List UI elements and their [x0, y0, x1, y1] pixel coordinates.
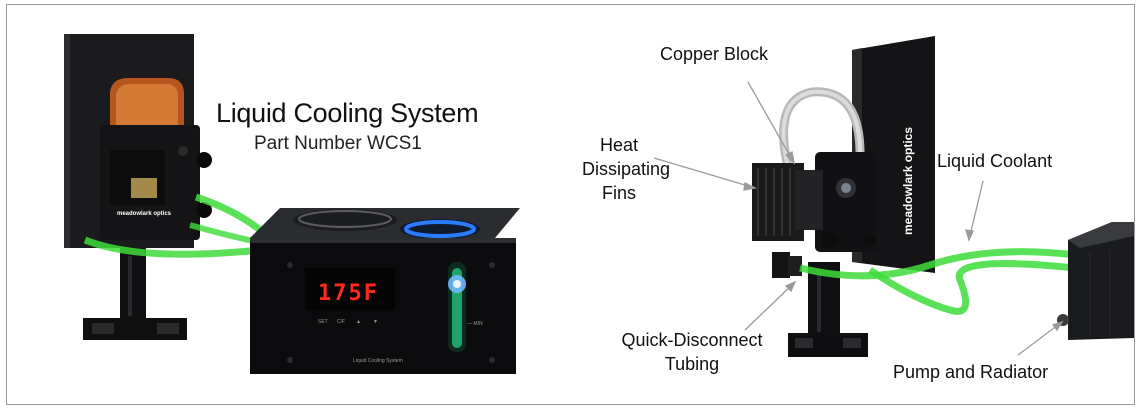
button-cf: C/F	[337, 319, 345, 325]
button-set: SET	[318, 319, 328, 325]
right-mount	[815, 152, 877, 252]
button-down: ▼	[373, 319, 378, 325]
quick-disconnect-fitting	[772, 252, 790, 278]
page-title: Liquid Cooling System	[216, 98, 479, 128]
callout-line: Quick-Disconnect	[621, 330, 763, 350]
unit-front-label: Liquid Cooling System	[353, 358, 403, 364]
callout-quick-disconnect: Quick-Disconnect Tubing	[612, 328, 772, 376]
part-number: Part Number WCS1	[254, 133, 422, 154]
callout-pump-radiator: Pump and Radiator	[893, 362, 1049, 382]
button-up: ▲	[356, 319, 361, 325]
level-min-label: — MIN	[467, 321, 483, 327]
fins-leader	[653, 157, 756, 189]
copper-block	[795, 170, 823, 230]
callout-lines	[653, 81, 1064, 356]
temperature-readout: 175F	[318, 281, 379, 306]
callout-line: Dissipating	[582, 159, 671, 179]
callout-heat-fins: Heat Dissipating Fins	[582, 133, 671, 205]
right-brand-mark: meadowlark optics	[901, 127, 915, 235]
cooling-unit: 175F SET C/F ▲ ▼ — MIN Liquid Cooling Sy…	[250, 208, 520, 374]
sensor-window	[131, 178, 157, 198]
callout-line: Heat	[599, 135, 639, 155]
copper-block-leader	[747, 81, 795, 164]
callout-line: Tubing	[664, 354, 720, 374]
temperature-display	[305, 268, 395, 310]
coolant-tube	[194, 193, 263, 233]
fan-ring-glow	[404, 220, 476, 238]
quick-disconnect-leader	[744, 281, 796, 331]
optical-post	[120, 248, 146, 323]
callout-copper-block: Copper Block	[660, 44, 769, 64]
right-device-assembly: meadowlark optics	[752, 36, 1134, 357]
right-coolant-tube	[799, 248, 1076, 280]
pump-radiator	[1068, 222, 1134, 340]
left-device-assembly: meadowlark optics	[64, 34, 263, 340]
callout-line: Fins	[601, 183, 636, 203]
left-brand-mark: meadowlark optics	[117, 211, 172, 217]
callout-liquid-coolant: Liquid Coolant	[937, 151, 1053, 171]
